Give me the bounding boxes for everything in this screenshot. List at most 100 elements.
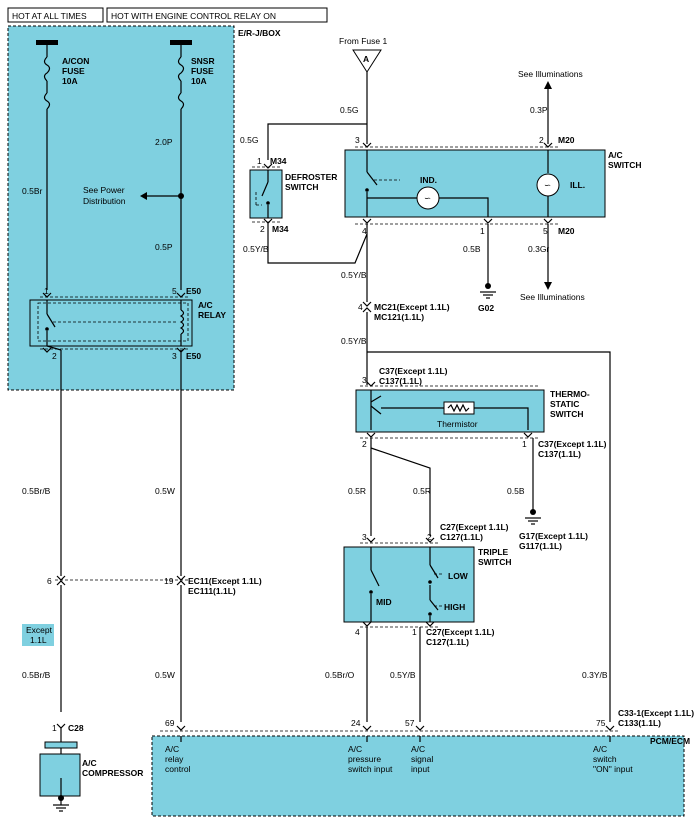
pcm-switch-on-1: A/C bbox=[593, 744, 607, 754]
wire-0-3gr: 0.3Gr bbox=[528, 244, 549, 254]
mc121-label: MC121(1.1L) bbox=[374, 312, 424, 322]
relay-pin-3: 3 bbox=[172, 351, 177, 361]
compressor-label-2: COMPRESSOR bbox=[82, 768, 143, 778]
ac-switch-label-2: SWITCH bbox=[608, 160, 642, 170]
snsr-fuse-label-3: 10A bbox=[191, 76, 207, 86]
pcm-signal-2: signal bbox=[411, 754, 433, 764]
triple-pin-2: 2 bbox=[427, 532, 432, 542]
pcm-signal-1: A/C bbox=[411, 744, 425, 754]
wire-0-5br: 0.5Br bbox=[22, 186, 42, 196]
pcm-switch-on-3: "ON" input bbox=[593, 764, 633, 774]
acon-fuse: A/CON FUSE 10A bbox=[43, 45, 89, 110]
thermo-label-2: STATIC bbox=[550, 399, 579, 409]
wire-0-5r-right: 0.5R bbox=[413, 486, 431, 496]
wire-0-5g-left: 0.5G bbox=[240, 135, 258, 145]
ac-switch-pin-2: 2 bbox=[539, 135, 544, 145]
c28-label: C28 bbox=[68, 723, 84, 733]
wire-0-5y-b-defroster: 0.5Y/B bbox=[243, 244, 269, 254]
svg-text:∽: ∽ bbox=[544, 180, 551, 190]
triple-low: LOW bbox=[448, 571, 469, 581]
svg-text:∽: ∽ bbox=[424, 193, 431, 203]
mc21-label: MC21(Except 1.1L) bbox=[374, 302, 450, 312]
relay-connector-bottom: E50 bbox=[186, 351, 201, 361]
c137-top-label: C137(1.1L) bbox=[379, 376, 422, 386]
ac-switch-connector-top: M20 bbox=[558, 135, 575, 145]
wire-0-5w-2: 0.5W bbox=[155, 670, 175, 680]
c137-bottom-label: C137(1.1L) bbox=[538, 449, 581, 459]
triple-label-1: TRIPLE bbox=[478, 547, 509, 557]
header-hot-all-times: HOT AT ALL TIMES bbox=[12, 11, 87, 21]
pcm-pin-75: 75 bbox=[596, 718, 606, 728]
ac-switch-label-1: A/C bbox=[608, 150, 623, 160]
relay-connector-top: E50 bbox=[186, 286, 201, 296]
pcm-switch-on-2: switch bbox=[593, 754, 617, 764]
c27-top-label: C27(Except 1.1L) bbox=[440, 522, 509, 532]
pcm-pin-24: 24 bbox=[351, 718, 361, 728]
thermo-pin-1: 1 bbox=[522, 439, 527, 449]
wire-0-5br-o: 0.5Br/O bbox=[325, 670, 355, 680]
wire-0-3y-b: 0.3Y/B bbox=[582, 670, 608, 680]
ac-switch-connector-bottom: M20 bbox=[558, 226, 575, 236]
compressor-clutch bbox=[44, 741, 78, 749]
header: HOT AT ALL TIMES HOT WITH ENGINE CONTROL… bbox=[7, 7, 328, 23]
pcm-pin-57: 57 bbox=[405, 718, 415, 728]
ac-switch bbox=[344, 149, 606, 218]
relay-label-2: RELAY bbox=[198, 310, 226, 320]
fuse1-triangle bbox=[352, 49, 382, 73]
defroster-label-2: SWITCH bbox=[285, 182, 319, 192]
thermo-pin-3: 3 bbox=[362, 375, 367, 385]
except-tag-1: Except bbox=[26, 625, 53, 635]
power-bar-right bbox=[170, 40, 192, 45]
see-power-2: Distribution bbox=[83, 196, 126, 206]
power-bar-left bbox=[36, 40, 58, 45]
wire-0-5g-top: 0.5G bbox=[340, 105, 358, 115]
triple-switch bbox=[343, 546, 475, 623]
snsr-fuse: SNSR FUSE 10A bbox=[177, 45, 215, 110]
c33-label: C33-1(Except 1.1L) bbox=[618, 708, 694, 718]
defroster-pin-2: 2 bbox=[260, 224, 265, 234]
wire-0-5p: 0.5P bbox=[155, 242, 173, 252]
pcm-pressure-3: switch input bbox=[348, 764, 393, 774]
triple-pin-1: 1 bbox=[412, 627, 417, 637]
pcm-relay-control-3: control bbox=[165, 764, 191, 774]
pcm-pin-69: 69 bbox=[165, 718, 175, 728]
ac-switch-pin-4: 4 bbox=[362, 226, 367, 236]
pcm-pressure-1: A/C bbox=[348, 744, 362, 754]
ind-label: IND. bbox=[420, 175, 437, 185]
relay-label-1: A/C bbox=[198, 300, 213, 310]
wire-0-5y-b-1: 0.5Y/B bbox=[341, 270, 367, 280]
see-illuminations-bottom: See Illuminations bbox=[520, 292, 585, 302]
ec-pin-6: 6 bbox=[47, 576, 52, 586]
mc21-pin-4: 4 bbox=[358, 302, 363, 312]
ground-g02: G02 bbox=[478, 303, 494, 313]
defroster-connector-top: M34 bbox=[270, 156, 287, 166]
fuse1-letter: A bbox=[363, 54, 369, 64]
pcm-relay-control-1: A/C bbox=[165, 744, 179, 754]
c127-top-label: C127(1.1L) bbox=[440, 532, 483, 542]
ac-switch-pin-5: 5 bbox=[543, 226, 548, 236]
acon-fuse-label-1: A/CON bbox=[62, 56, 89, 66]
acon-fuse-label-3: 10A bbox=[62, 76, 78, 86]
wire-0-5y-b-3: 0.5Y/B bbox=[390, 670, 416, 680]
wire-0-5br-b-2: 0.5Br/B bbox=[22, 670, 51, 680]
wire-0-3p: 0.3P bbox=[530, 105, 548, 115]
triple-mid: MID bbox=[376, 597, 392, 607]
ac-relay: 1 5 E50 A/C RELAY 2 3 E50 bbox=[29, 286, 226, 361]
ec111-label: EC111(1.1L) bbox=[188, 586, 236, 596]
from-fuse-1: From Fuse 1 bbox=[339, 36, 387, 46]
wire-0-5b-g02: 0.5B bbox=[463, 244, 481, 254]
thermo-label-3: SWITCH bbox=[550, 409, 584, 419]
except-tag bbox=[22, 624, 54, 646]
wire-0-5r-left: 0.5R bbox=[348, 486, 366, 496]
c37-bottom-label: C37(Except 1.1L) bbox=[538, 439, 607, 449]
thermo-label-1: THERMO- bbox=[550, 389, 590, 399]
ground-g117: G117(1.1L) bbox=[519, 541, 562, 551]
thermo-pin-2: 2 bbox=[362, 439, 367, 449]
compressor-label-1: A/C bbox=[82, 758, 97, 768]
ac-switch-pin-1: 1 bbox=[480, 226, 485, 236]
see-power-1: See Power bbox=[83, 185, 125, 195]
relay-pin-2: 2 bbox=[52, 351, 57, 361]
triple-pin-4: 4 bbox=[355, 627, 360, 637]
ground-g17: G17(Except 1.1L) bbox=[519, 531, 588, 541]
